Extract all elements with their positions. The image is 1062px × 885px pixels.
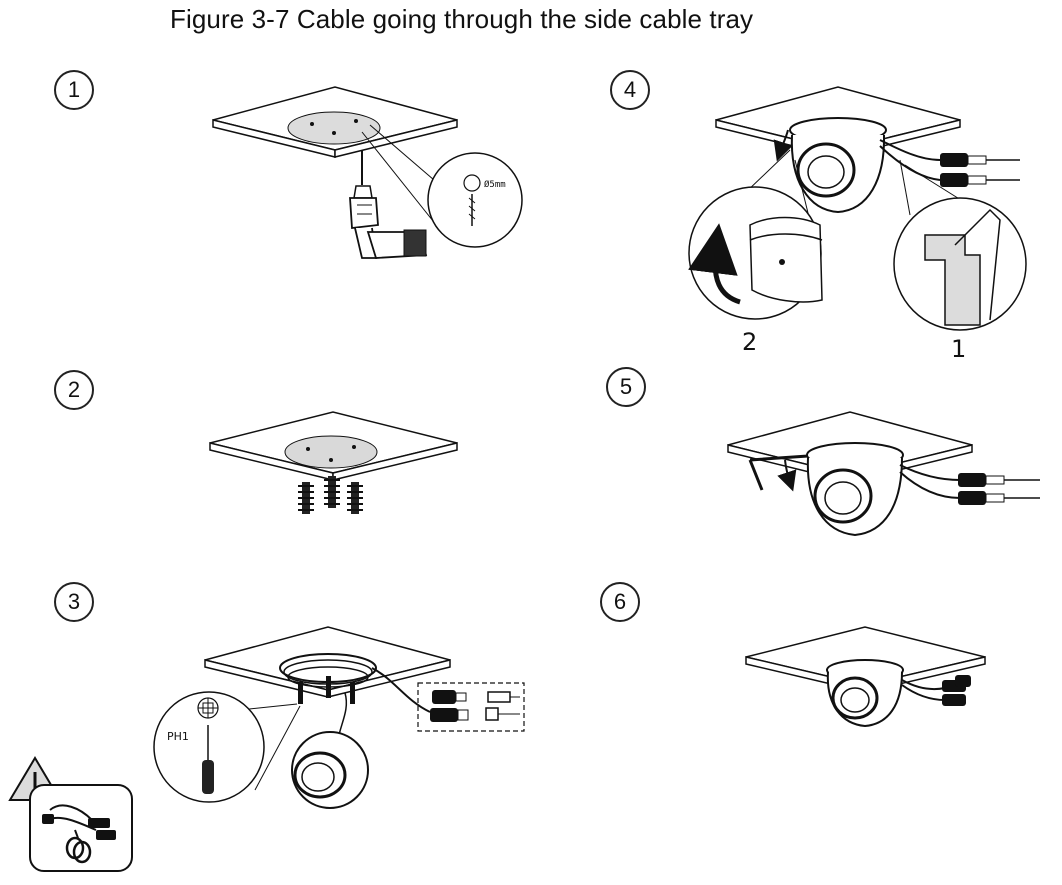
- figure-caption: Figure 3-7 Cable going through the side …: [170, 4, 754, 34]
- detail-label-2: 2: [742, 328, 757, 356]
- step-4-adjust-illustration: 2 1: [688, 86, 1027, 363]
- step-6-finished-illustration: [745, 626, 986, 728]
- screwdriver-icon: [202, 725, 214, 794]
- cable-bundle-icon: [29, 784, 133, 872]
- step-badge-5: 5: [606, 367, 646, 407]
- expansion-anchor: [347, 482, 363, 514]
- camera-ball: [291, 731, 369, 809]
- step-2-anchors-illustration: [209, 411, 458, 514]
- dome-camera: [806, 457, 903, 537]
- bnc-connector: [432, 690, 467, 704]
- step-3-mount-illustration: PH1: [153, 626, 525, 809]
- step-5-tighten-illustration: [727, 411, 1040, 537]
- screwdriver-detail-magnifier: [153, 691, 265, 803]
- rotate-arrow-icon: [688, 223, 741, 305]
- drill-size-label: Ø5mm: [484, 179, 506, 190]
- dome-camera: [790, 134, 886, 214]
- mounting-screw: [350, 682, 355, 704]
- mounting-area: [287, 111, 381, 145]
- expansion-anchor: [298, 482, 314, 514]
- expansion-anchor: [324, 476, 340, 508]
- drill-hole-icon: [463, 174, 481, 192]
- step-badge-4: 4: [610, 70, 650, 110]
- step-badge-3: 3: [54, 582, 94, 622]
- power-connector: [430, 708, 469, 722]
- dome-camera: [826, 671, 903, 728]
- drill-detail-magnifier: [427, 152, 523, 248]
- connector-box: [417, 682, 525, 732]
- mounting-screw: [298, 682, 303, 704]
- step-badge-2: 2: [54, 370, 94, 410]
- screwdriver-type-label: PH1: [167, 730, 189, 743]
- detail-label-1: 1: [951, 335, 966, 363]
- step-1-drilling-illustration: Ø5mm: [212, 86, 523, 259]
- hex-key-icon: [748, 454, 809, 491]
- power-drill: [349, 150, 428, 259]
- step-badge-1: 1: [54, 70, 94, 110]
- mounting-screw: [326, 676, 331, 698]
- step-badge-6: 6: [600, 582, 640, 622]
